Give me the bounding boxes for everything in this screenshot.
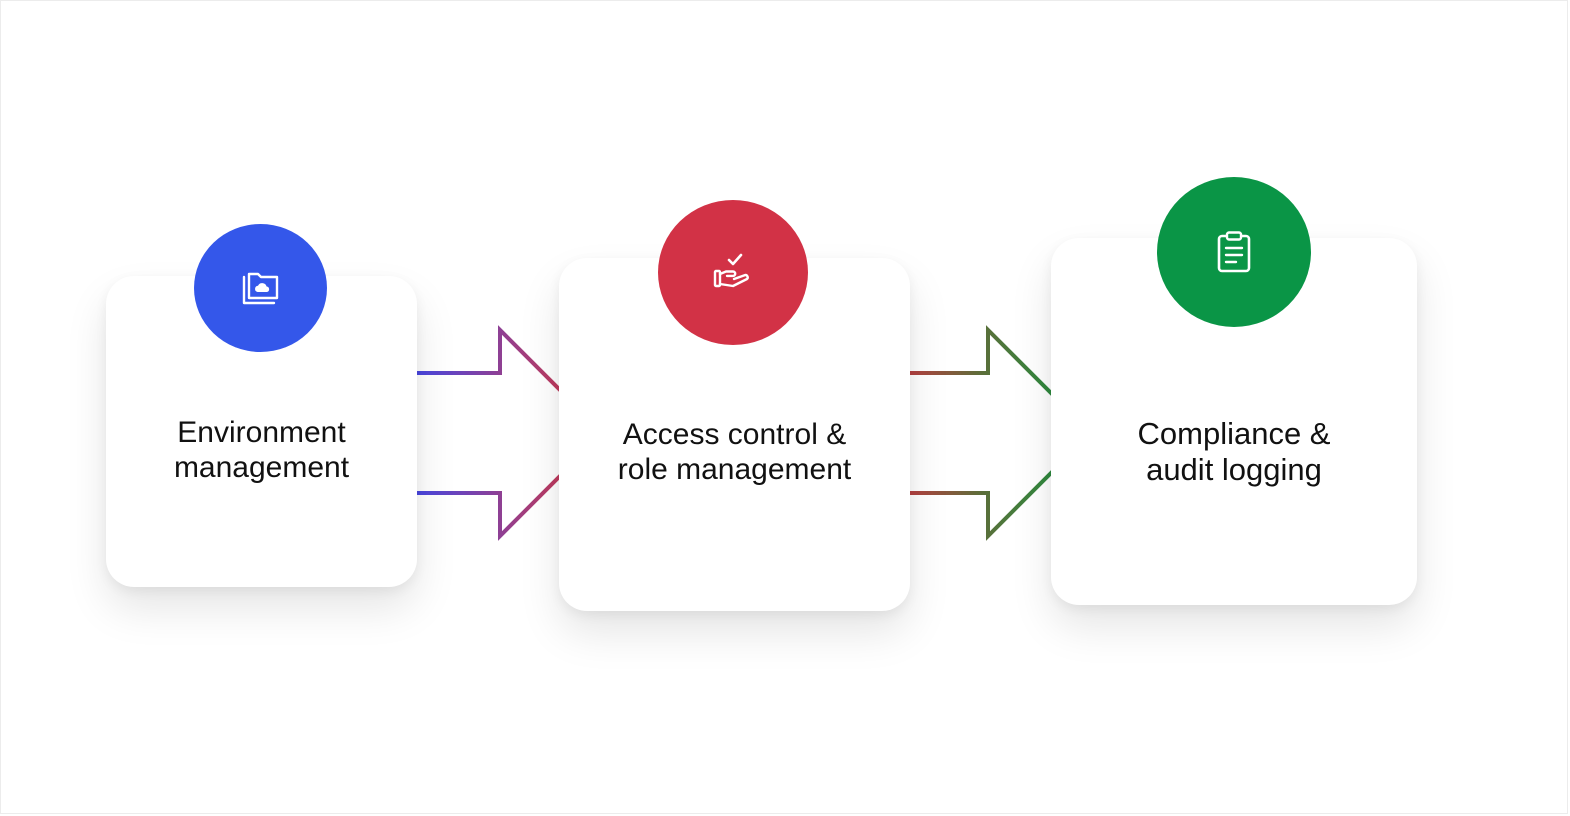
hand-check-icon bbox=[713, 253, 749, 287]
step-label-environment: Environment management bbox=[173, 416, 350, 484]
cloud-folder-icon bbox=[242, 272, 278, 305]
step-badge-access-control bbox=[658, 200, 808, 345]
step-label-access-control: Access control & role management bbox=[617, 418, 852, 486]
clipboard-icon bbox=[1217, 231, 1251, 273]
step-badge-environment bbox=[194, 224, 327, 352]
step-label-compliance: Compliance & audit logging bbox=[1137, 416, 1331, 487]
step-badge-compliance bbox=[1157, 177, 1311, 327]
